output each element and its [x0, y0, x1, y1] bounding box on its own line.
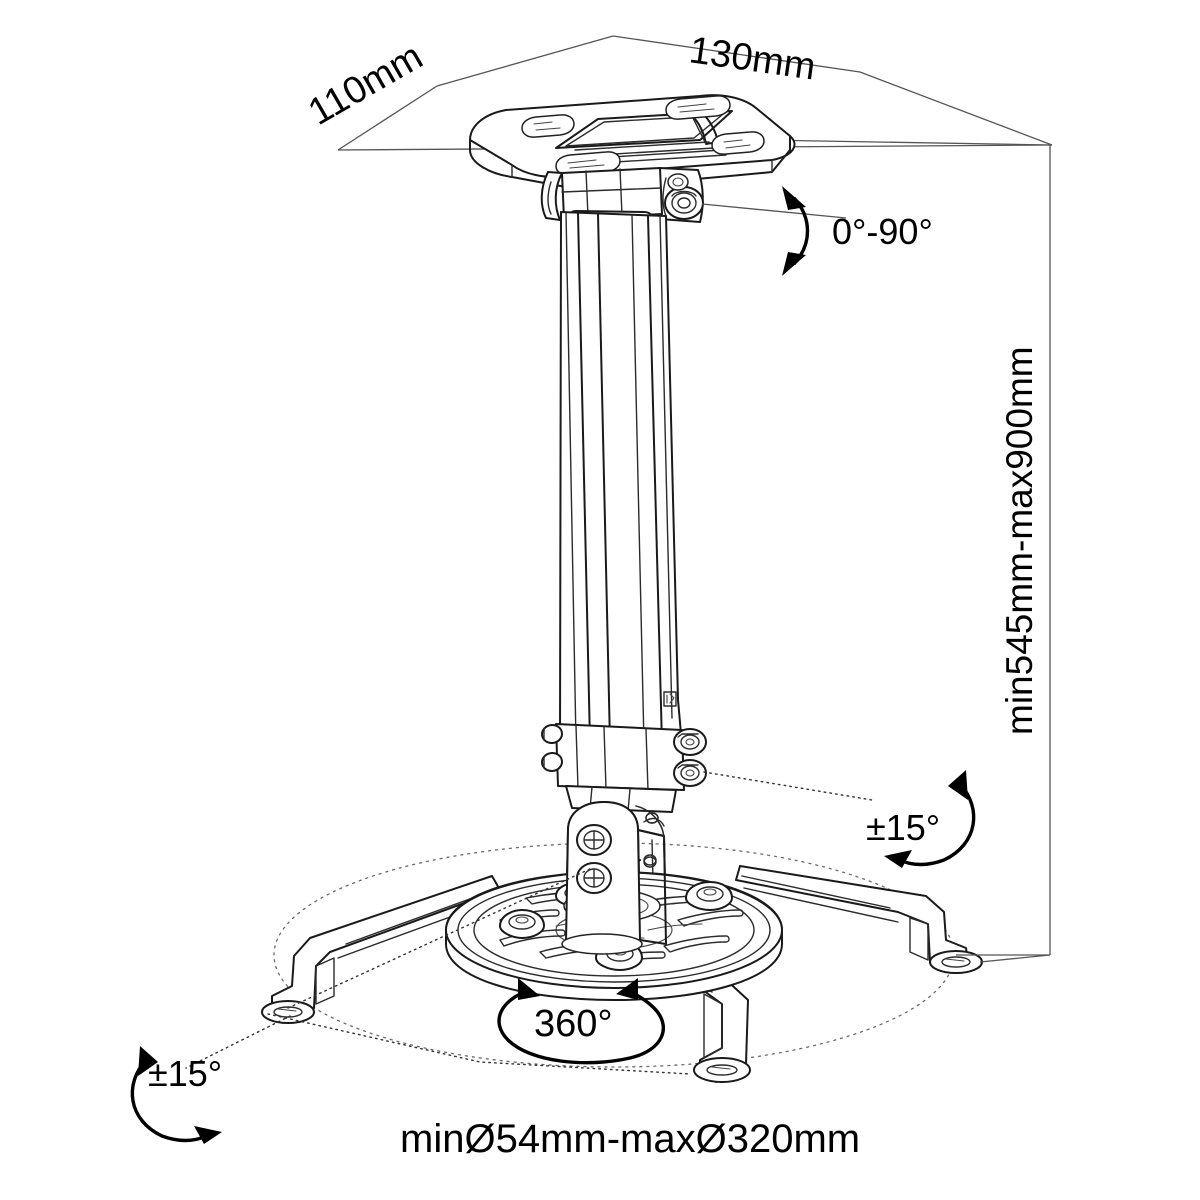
- leader-arm-to-mount: [287, 867, 593, 1009]
- leader-to-left-tilt: [185, 1015, 291, 1069]
- rotation-indicator: [497, 978, 665, 1065]
- arm-right: [735, 865, 983, 974]
- rotation-angle-label: 360°: [534, 1003, 613, 1045]
- column-lower-collar: [541, 723, 707, 791]
- telescoping-extension-column: [559, 211, 683, 746]
- spread-dimension-label: minØ54mm-maxØ320mm: [400, 1117, 860, 1161]
- swivel-angle-indicator: [782, 186, 810, 276]
- lower-tilt-yoke-front: [561, 801, 667, 955]
- tilt-left-angle-label: ±15°: [148, 1053, 222, 1094]
- tilt-right-angle-indicator: [884, 770, 976, 868]
- leader-to-right-tilt: [703, 771, 873, 801]
- swivel-angle-label: 0°-90°: [832, 211, 933, 252]
- tilt-right-angle-label: ±15°: [866, 807, 940, 848]
- upper-swivel-joint: [540, 167, 704, 223]
- leader-to-swivel-bolt: [701, 203, 847, 219]
- swivel-pivot-bolt: [664, 186, 704, 220]
- leader-right-arm-to-dim: [979, 954, 1051, 963]
- plate-dimension-frame: [337, 35, 1053, 151]
- height-dimension-line: [956, 145, 1051, 956]
- tilt-left-angle-indicator: [130, 1046, 222, 1144]
- right-tilt-bolts: [673, 728, 707, 787]
- left-adjustment-knobs: [541, 723, 563, 773]
- height-dimension-label: min545mm-max900mm: [999, 346, 1040, 735]
- plate-slot-set: [521, 95, 765, 176]
